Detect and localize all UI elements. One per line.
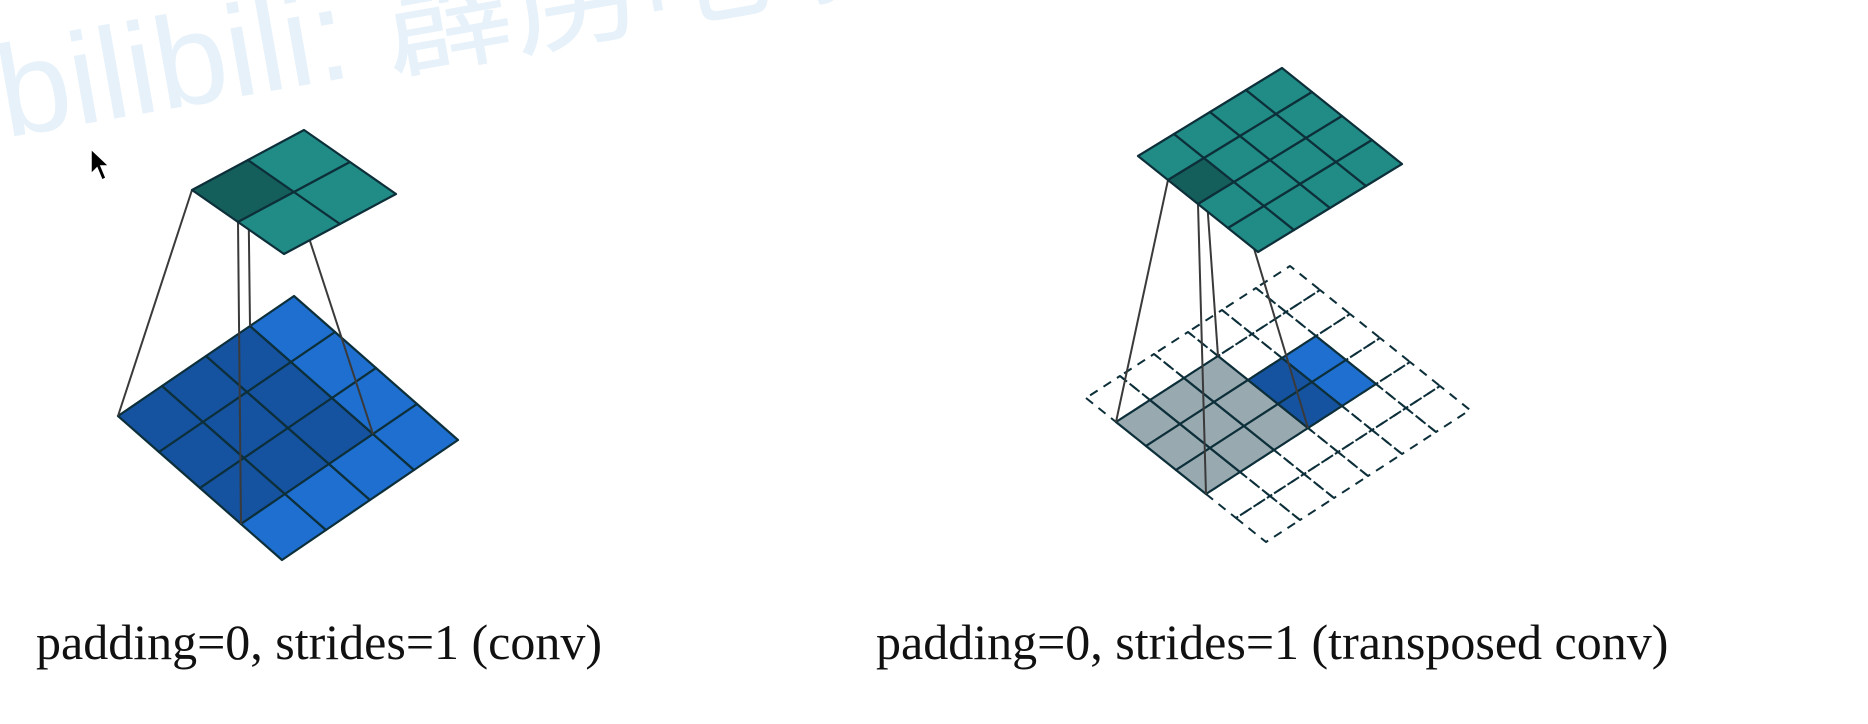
tconv-projection-line xyxy=(1115,179,1169,423)
tconv-padded-cell xyxy=(1255,265,1321,313)
tconv-padded-cell xyxy=(1405,385,1471,433)
tconv-input-cell xyxy=(1310,358,1378,408)
tconv-padded-cell xyxy=(1221,287,1287,335)
tconv-projection-line xyxy=(1197,203,1207,495)
mouse-pointer-icon xyxy=(90,148,111,182)
tconv-padded-cell xyxy=(1269,473,1335,521)
conv-projection-lines xyxy=(117,159,374,525)
tconv-padded-cell xyxy=(1285,289,1351,337)
tconv-padded-cell xyxy=(1375,361,1441,409)
tconv-padded-cell xyxy=(1235,495,1301,543)
tconv-padded-cell xyxy=(1371,407,1437,455)
tconv-padded-cell xyxy=(1315,313,1381,361)
tconv-padded-cell xyxy=(1303,451,1369,499)
conv-projection-line xyxy=(117,189,193,417)
tconv-output-grid xyxy=(1136,66,1404,254)
tconv-padded-cell xyxy=(1119,353,1185,401)
conv-caption: padding=0, strides=1 (conv) xyxy=(36,614,603,670)
tconv-padded-cell xyxy=(1345,337,1411,385)
tconv-padded-cell xyxy=(1187,309,1253,357)
tconv-output-cell xyxy=(1334,138,1404,188)
transposed-conv-caption: padding=0, strides=1 (transposed conv) xyxy=(876,614,1669,670)
conv-output-cell xyxy=(292,160,398,226)
conv-output-grid xyxy=(190,128,398,256)
tconv-padded-cell xyxy=(1085,375,1151,423)
conv-projection-line xyxy=(237,221,242,525)
transposed-conv-diagram xyxy=(1085,66,1471,543)
conv-input-grid xyxy=(116,294,460,562)
conv-input-cell xyxy=(371,402,460,472)
tconv-padded-input-grid xyxy=(1085,265,1471,543)
tconv-padded-cell xyxy=(1337,429,1403,477)
tconv-padded-cell xyxy=(1217,333,1283,381)
tconv-padded-cell xyxy=(1153,331,1219,379)
conv-diagram xyxy=(116,128,460,562)
